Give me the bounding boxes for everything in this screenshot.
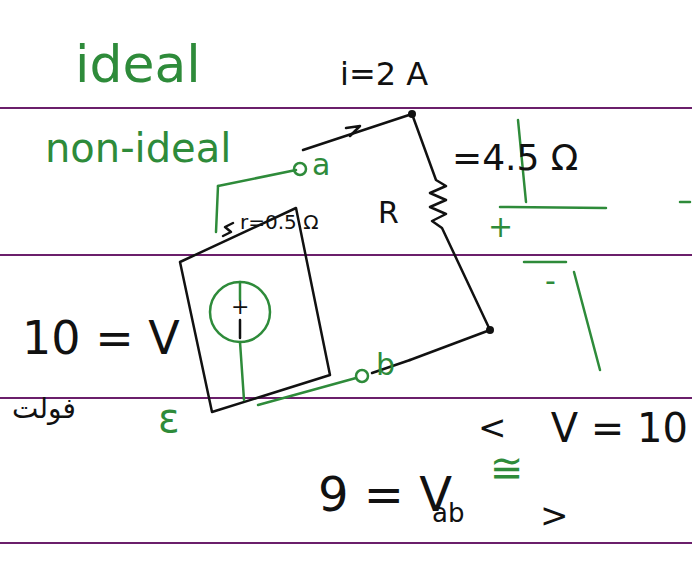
emf-symbol: ε [158, 398, 180, 438]
polarity-mark: + [488, 212, 513, 242]
resistance-label: =4.5 Ω [452, 140, 578, 176]
subscript-label: ab [432, 500, 464, 526]
voltage-label: 9 = V [318, 470, 452, 518]
comparison-mark: > [540, 498, 569, 532]
voltage-label: 10 = V [22, 315, 180, 361]
polarity-mark: + [231, 296, 249, 318]
current-label: i=2 A [340, 58, 428, 90]
terminal-label: b [376, 350, 395, 380]
paper-lines [0, 108, 692, 543]
green-wiring [210, 120, 690, 405]
polarity-mark: - [545, 266, 556, 296]
comparison-mark: < [478, 410, 507, 444]
note-text: non-ideal [45, 128, 231, 168]
approx-symbol: ≅ [490, 448, 524, 488]
voltage-label: V = 10 [551, 408, 688, 448]
resistor-label: R [378, 198, 399, 228]
note-text: ideal [75, 38, 201, 90]
resistance-label: r=0.5 Ω [240, 212, 318, 232]
terminal-label: a [312, 150, 330, 180]
unit-label: فولت [12, 395, 76, 423]
